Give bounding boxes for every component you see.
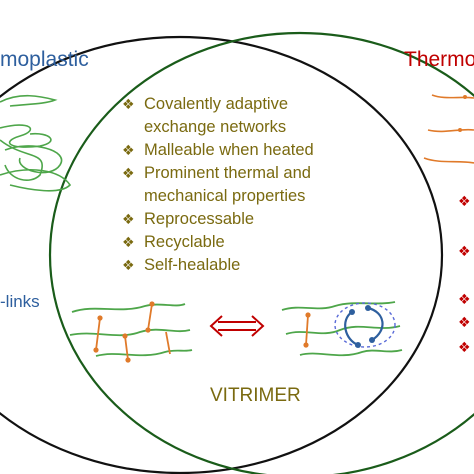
diamond-bullet-icon: ❖ bbox=[122, 257, 135, 273]
diamond-bullet-icon: ❖ bbox=[122, 234, 135, 250]
property-item: ❖ Self-healable bbox=[122, 254, 314, 277]
property-text: Malleable when heated bbox=[144, 141, 314, 159]
diamond-bullet-icon: ❖ bbox=[122, 165, 135, 181]
diamond-bullet-icon: ❖ bbox=[458, 291, 471, 307]
vitrimer-network-right-icon bbox=[281, 301, 403, 357]
diamond-bullet-icon: ❖ bbox=[122, 96, 135, 112]
property-text: Prominent thermal and bbox=[144, 164, 311, 182]
property-text: Recyclable bbox=[144, 233, 225, 251]
thermoset-circle bbox=[48, 31, 474, 474]
double-arrow-icon bbox=[209, 315, 265, 337]
thermoset-chains-icon bbox=[423, 94, 474, 164]
diamond-bullet-icon: ❖ bbox=[122, 142, 135, 158]
crosslinks-label: -links bbox=[0, 292, 40, 311]
property-item: ❖ Reprocessable bbox=[122, 208, 314, 231]
vitrimer-network-left-icon bbox=[69, 301, 193, 363]
diamond-bullet-icon: ❖ bbox=[458, 193, 471, 209]
property-item: ❖ Prominent thermal and mechanical prope… bbox=[122, 162, 314, 208]
property-item: ❖ Malleable when heated bbox=[122, 139, 314, 162]
property-text: Self-healable bbox=[144, 256, 241, 274]
thermoplastic-chains-icon bbox=[0, 94, 72, 192]
property-text: Covalently adaptive bbox=[144, 95, 289, 113]
property-text: Reprocessable bbox=[144, 210, 255, 228]
vitrimer-label: VITRIMER bbox=[210, 385, 301, 406]
thermoplastic-circle bbox=[0, 35, 444, 474]
thermoplastic-label: moplastic bbox=[0, 48, 89, 71]
thermoset-label: Thermo bbox=[404, 48, 474, 71]
property-text-continued: mechanical properties bbox=[144, 187, 306, 205]
diamond-bullet-icon: ❖ bbox=[458, 314, 471, 330]
diamond-bullet-icon: ❖ bbox=[458, 243, 471, 259]
property-item: ❖ Covalently adaptive exchange networks bbox=[122, 93, 314, 139]
property-text-continued: exchange networks bbox=[144, 118, 287, 136]
diamond-bullet-icon: ❖ bbox=[458, 339, 471, 355]
property-item: ❖ Recyclable bbox=[122, 231, 314, 254]
vitrimer-properties-list: ❖ Covalently adaptive exchange networks … bbox=[122, 93, 314, 277]
diamond-bullet-icon: ❖ bbox=[122, 211, 135, 227]
